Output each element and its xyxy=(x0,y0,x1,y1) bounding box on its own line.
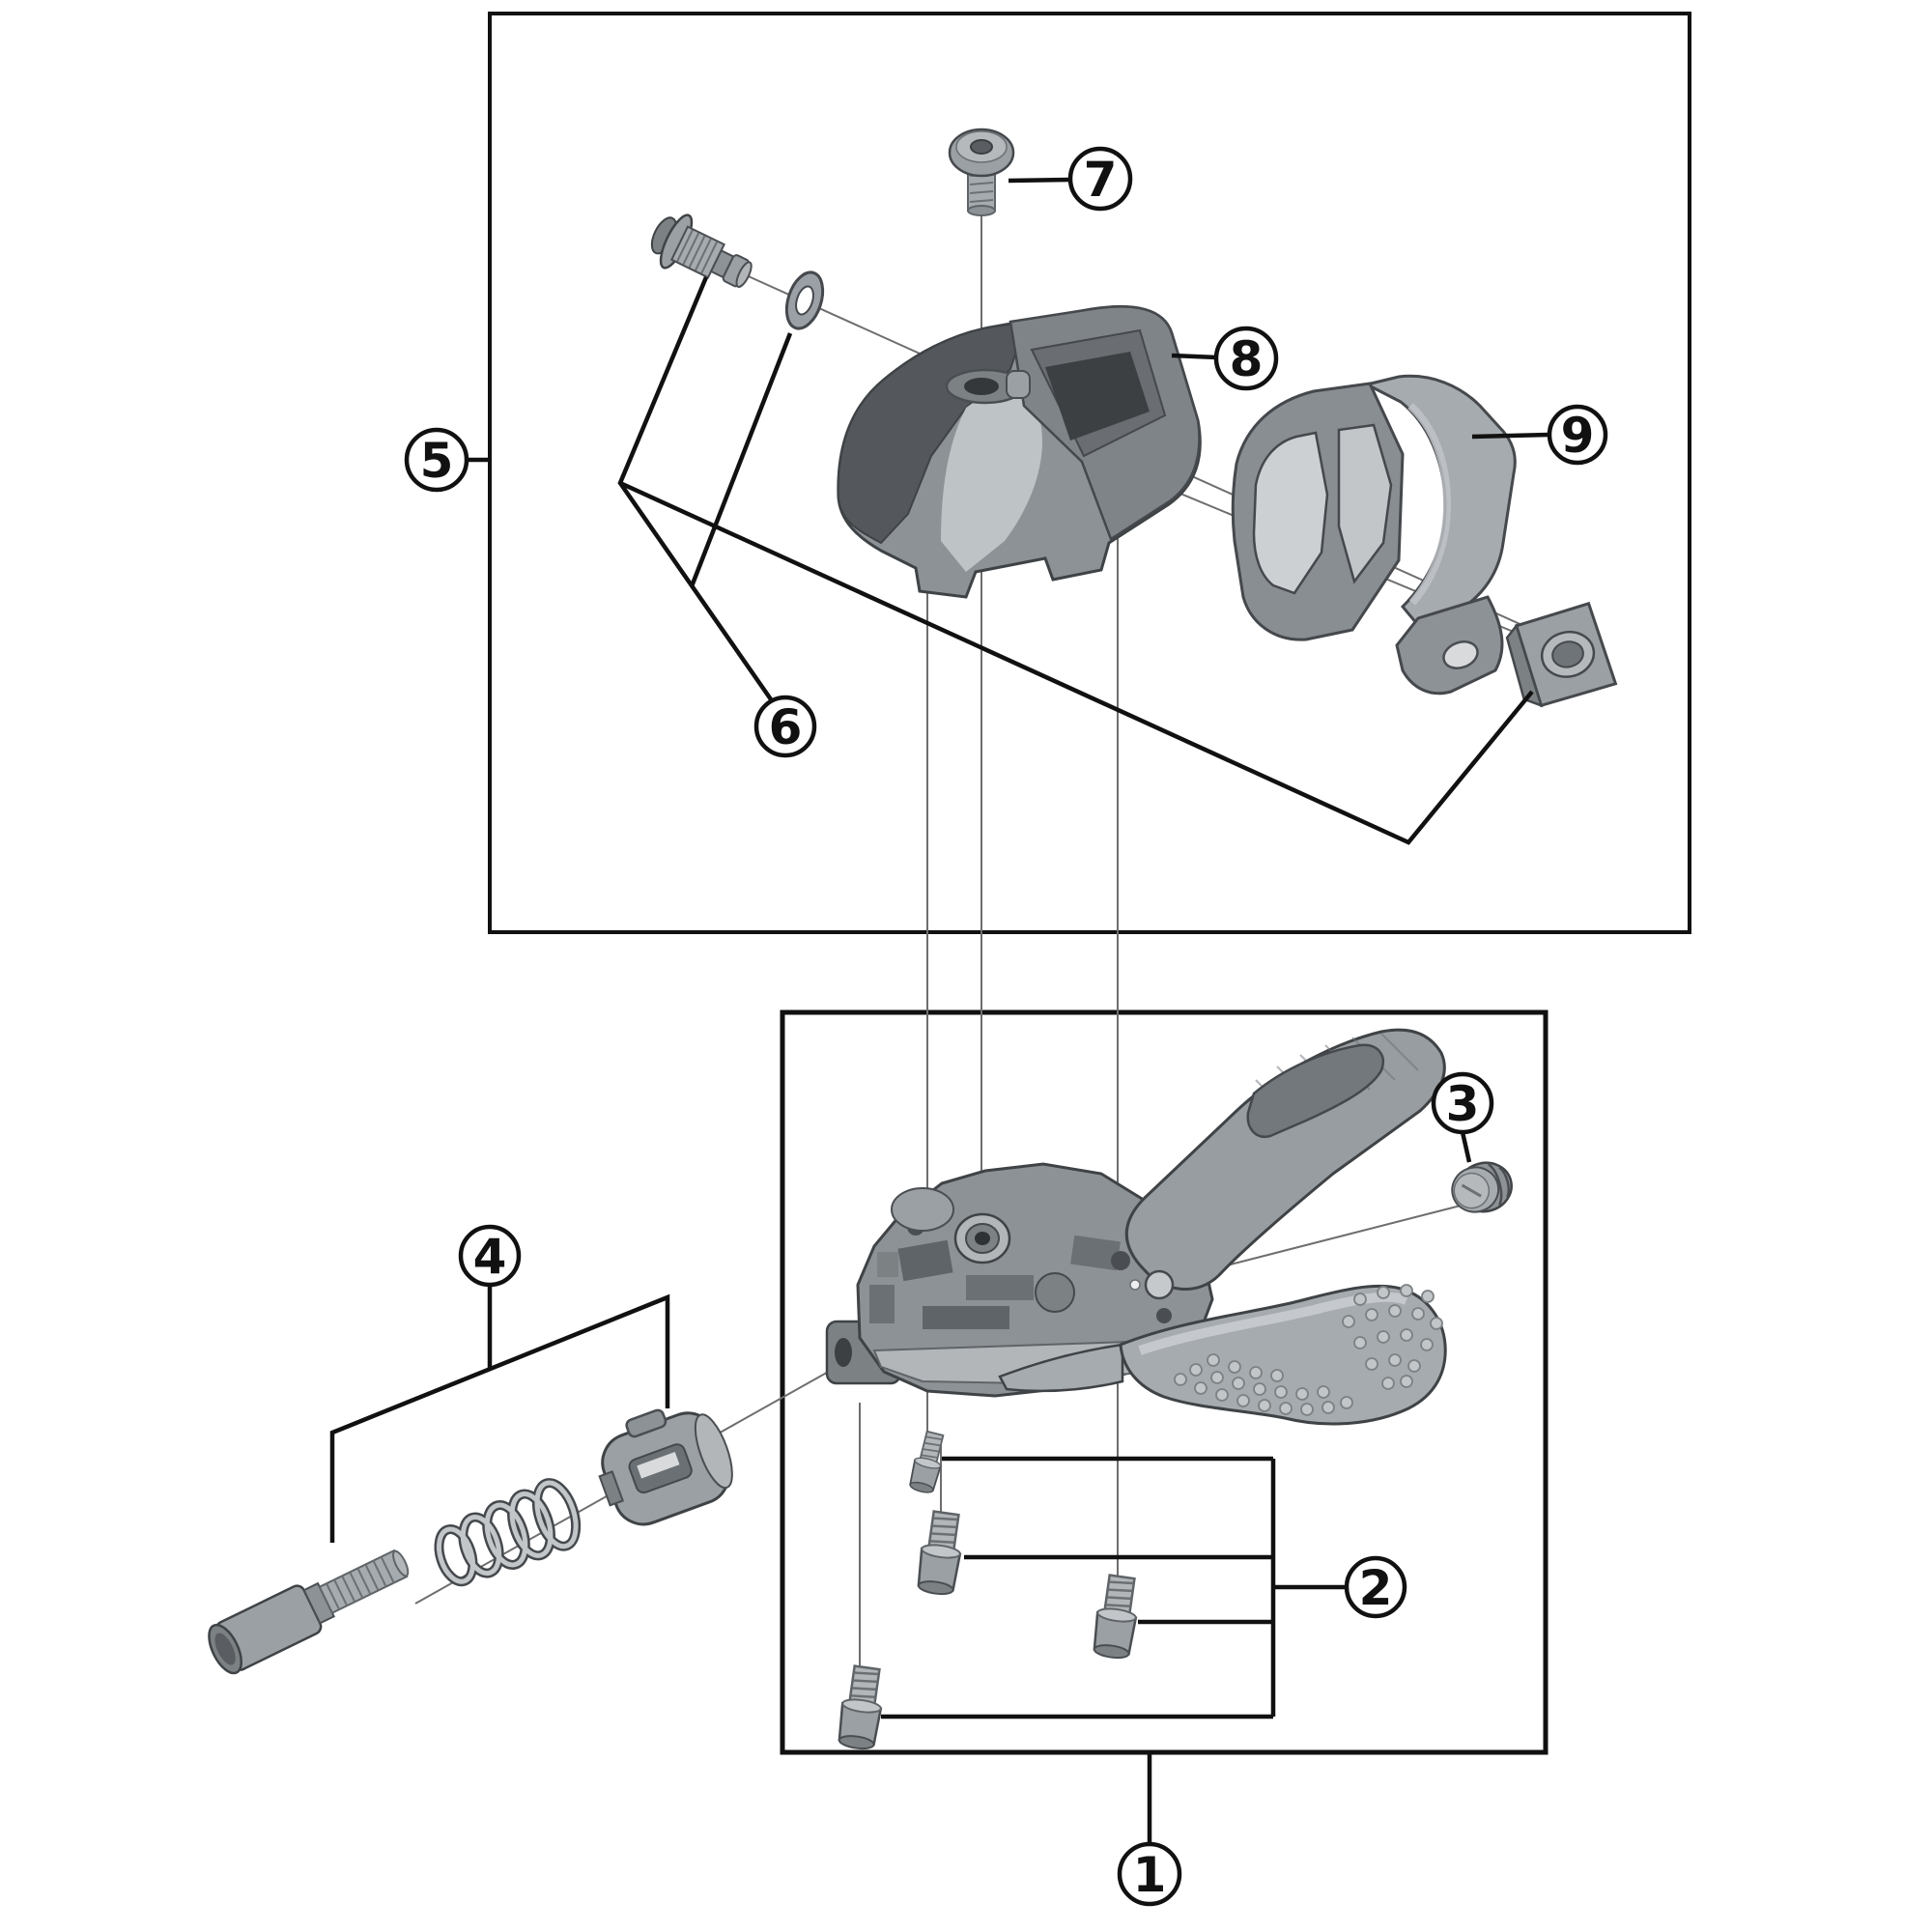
callout-brackets xyxy=(329,177,1550,1844)
callout-8: 8 xyxy=(1213,326,1279,391)
part-screw-d xyxy=(838,1664,883,1750)
callout-4-circle xyxy=(458,1224,522,1288)
callout-3: 3 xyxy=(1431,1071,1494,1135)
part-clamp-band xyxy=(1231,374,1517,696)
part-lever-cap xyxy=(1451,1161,1513,1213)
callout-4-number: 4 xyxy=(473,1229,507,1285)
callout-3-circle xyxy=(1431,1071,1494,1135)
callout-5-circle xyxy=(404,427,469,493)
callout-9-circle xyxy=(1547,404,1608,466)
lever-pivot xyxy=(1144,1269,1175,1300)
callout-2-number: 2 xyxy=(1359,1560,1393,1616)
part-clamp-bolt xyxy=(650,213,753,288)
part-cover-screw xyxy=(948,128,1015,216)
callout-8-number: 8 xyxy=(1230,331,1264,387)
top-assembly-box xyxy=(488,12,1691,934)
part-screw-a xyxy=(909,1430,945,1493)
callout-1-circle xyxy=(1117,1841,1182,1907)
part-release-lever xyxy=(1124,1028,1446,1300)
part-spring xyxy=(434,1478,582,1587)
callout-2: 2 xyxy=(1344,1555,1407,1619)
callout-3-number: 3 xyxy=(1446,1076,1480,1132)
callout-6: 6 xyxy=(753,695,817,758)
part-cable-holder xyxy=(598,1408,733,1526)
clamp-window-right xyxy=(1337,423,1393,584)
callout-4: 4 xyxy=(458,1224,522,1288)
clamp-window-left xyxy=(1252,431,1329,595)
callout-5-number: 5 xyxy=(420,433,454,489)
part-clamp-nut xyxy=(1505,601,1618,708)
part-cover xyxy=(837,304,1202,599)
part-main-lever xyxy=(998,1284,1447,1426)
callout-7-circle xyxy=(1067,146,1133,212)
release-lever-slot xyxy=(1246,1043,1384,1139)
callout-9-number: 9 xyxy=(1561,408,1595,464)
clamp-tab-hole xyxy=(1442,640,1479,669)
part-screw-b xyxy=(917,1510,962,1596)
paddle-dimples xyxy=(1174,1284,1443,1416)
callout-6-number: 6 xyxy=(769,699,803,755)
callout-7: 7 xyxy=(1067,146,1133,212)
bottom-assembly-box xyxy=(780,1009,1548,1755)
callout-1: 1 xyxy=(1117,1841,1182,1907)
part-screw-c xyxy=(1093,1574,1138,1660)
part-washer xyxy=(784,270,825,330)
cover-window xyxy=(1045,352,1150,440)
callout-1-number: 1 xyxy=(1133,1847,1167,1903)
callout-5: 5 xyxy=(404,427,469,493)
clamp-tab xyxy=(1395,595,1504,696)
callout-7-number: 7 xyxy=(1084,152,1118,208)
callout-6-circle xyxy=(753,695,817,758)
callouts: 1 2 3 4 5 6 7 8 xyxy=(404,146,1608,1907)
callout-9: 9 xyxy=(1547,404,1608,466)
part-adjuster-barrel xyxy=(208,1548,410,1675)
callout-2-circle xyxy=(1344,1555,1407,1619)
callout-8-circle xyxy=(1213,326,1279,391)
